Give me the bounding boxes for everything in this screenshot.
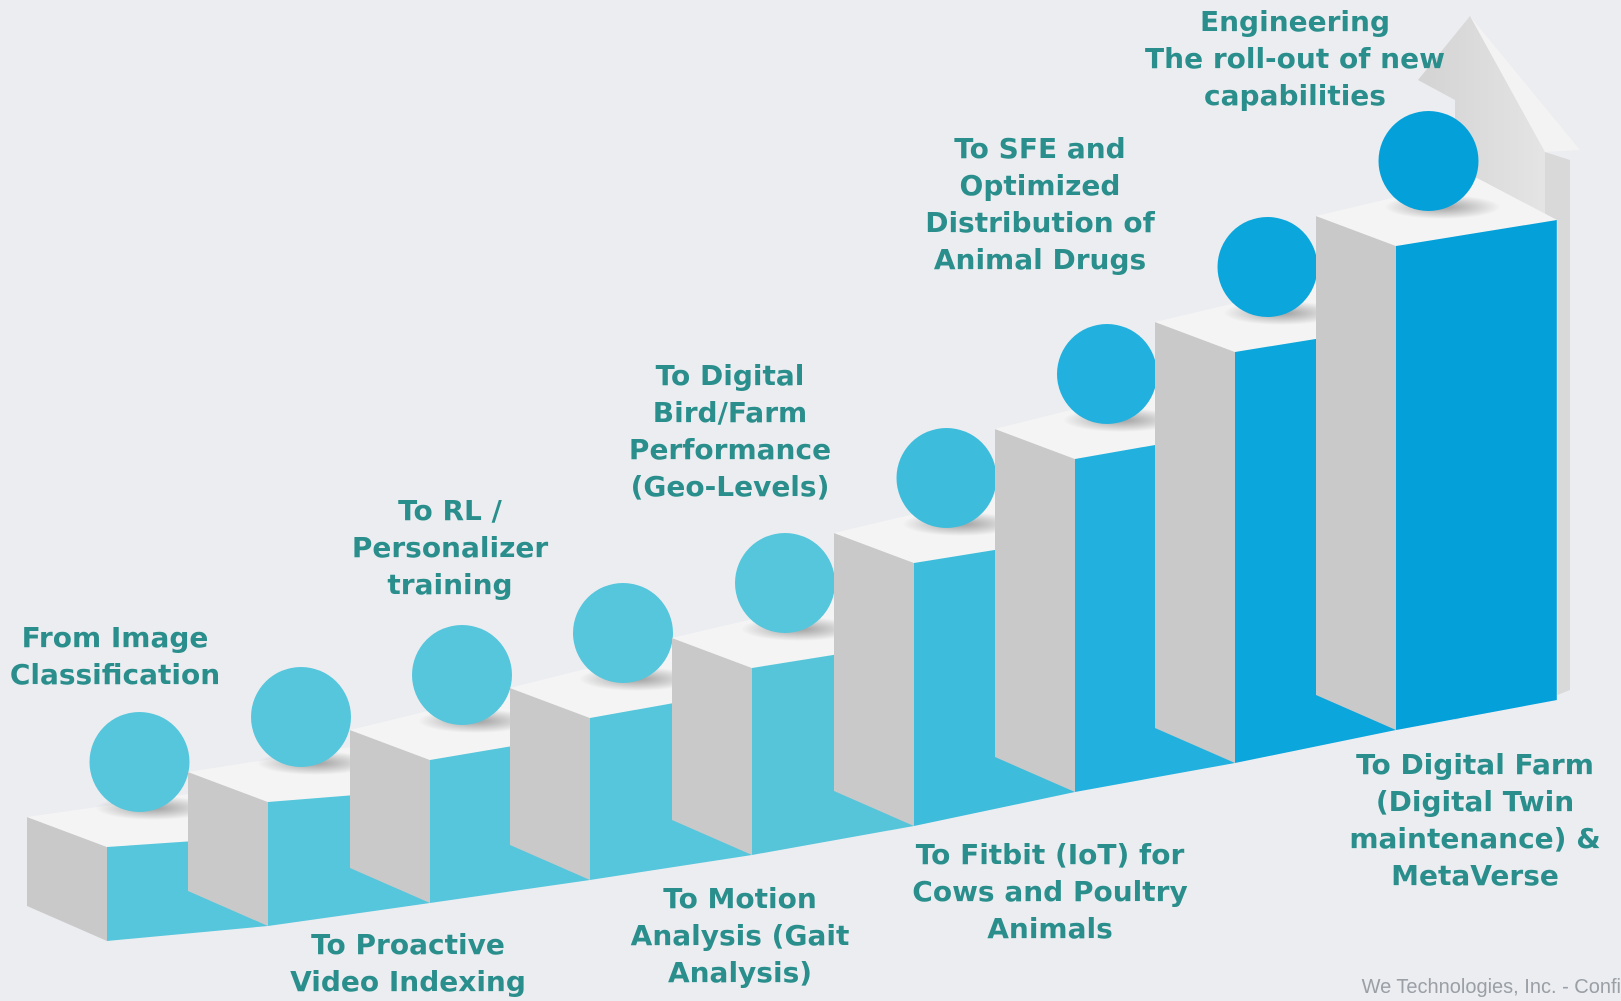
step-sphere (1217, 217, 1318, 317)
step-1 (27, 712, 269, 941)
step-9 (1316, 111, 1558, 730)
step-label-sfe-distribution: To SFE and Optimized Distribution of Ani… (925, 132, 1155, 276)
step-label-rl-personalizer: To RL / Personalizer training (351, 494, 549, 601)
step-label-fitbit-iot: To Fitbit (IoT) for Cows and Poultry Ani… (912, 838, 1188, 945)
step-label-motion-analysis: To Motion Analysis (Gait Analysis) (630, 882, 850, 989)
step-sphere (251, 667, 351, 767)
step-sphere (1057, 324, 1157, 424)
step-label-engineering: Engineering The roll-out of new capabili… (1145, 5, 1445, 112)
step-side-face (188, 772, 268, 926)
step-side-face (510, 688, 590, 880)
step-label-digital-farm-metaverse: To Digital Farm (Digital Twin maintenanc… (1349, 748, 1601, 892)
step-side-face (672, 638, 752, 855)
step-sphere (573, 583, 673, 683)
step-side-face (350, 730, 430, 903)
arrow-tip-highlight (1470, 16, 1580, 152)
step-sphere (412, 625, 512, 725)
step-label-video-indexing: To Proactive Video Indexing (290, 928, 526, 998)
step-side-face (995, 429, 1075, 792)
step-side-face (834, 533, 914, 826)
step-sphere (896, 428, 997, 528)
step-side-face (1155, 322, 1235, 763)
footer-text: We Technologies, Inc. - Confi (1361, 976, 1621, 998)
step-sphere (89, 712, 190, 812)
step-label-image-classification: From Image Classification (9, 621, 221, 691)
step-sphere (735, 533, 835, 633)
step-side-face (1316, 216, 1396, 730)
step-front-face (1396, 220, 1557, 730)
step-label-digital-bird-farm: To Digital Bird/Farm Performance (Geo-Le… (628, 359, 832, 503)
step-sphere (1378, 111, 1479, 211)
step-side-face (27, 817, 107, 941)
